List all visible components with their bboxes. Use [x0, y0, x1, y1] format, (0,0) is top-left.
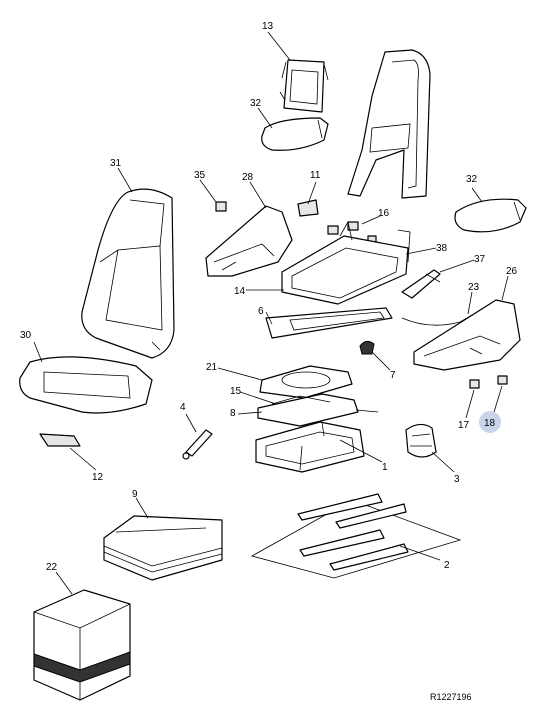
part-11-bracket — [297, 199, 319, 217]
part-13-headrest-frame — [279, 59, 329, 113]
part-9-packing-trays — [103, 515, 223, 581]
part-21-swivel-plate — [259, 365, 353, 399]
part-14-seat-frame — [281, 220, 411, 305]
part-1-base — [255, 421, 365, 473]
callout-32-right: 32 — [466, 174, 478, 185]
part-17-clip — [469, 379, 480, 389]
callout-30: 30 — [20, 330, 32, 341]
callout-9: 9 — [132, 489, 138, 500]
part-30-seat-cushion — [19, 356, 153, 414]
callout-23: 23 — [468, 282, 480, 293]
part-22-box — [33, 589, 131, 701]
callout-32-upper: 32 — [250, 98, 262, 109]
part-26-side-trim-right — [413, 299, 521, 371]
part-37-lever — [401, 269, 441, 299]
callout-28: 28 — [242, 172, 254, 183]
callout-13: 13 — [262, 21, 274, 32]
callout-3: 3 — [454, 474, 460, 485]
part-32-armrest-right — [454, 198, 527, 233]
part-16-clips — [327, 221, 377, 245]
callout-2: 2 — [444, 560, 450, 571]
callout-37: 37 — [474, 254, 486, 265]
callout-21: 21 — [206, 362, 218, 373]
callout-4: 4 — [180, 402, 186, 413]
part-backrest-frame — [347, 49, 431, 199]
callout-labels: 13 32 31 35 28 11 16 38 32 37 14 30 6 23… — [20, 21, 518, 573]
callout-18: 18 — [484, 418, 496, 429]
callout-7: 7 — [390, 370, 396, 381]
part-31-seat-back-cushion — [81, 188, 175, 359]
callout-14: 14 — [234, 286, 246, 297]
part-12-bracket — [39, 433, 81, 447]
part-35-clip — [215, 201, 227, 212]
callout-31: 31 — [110, 158, 122, 169]
part-8-15-mechanism — [257, 393, 379, 427]
leader-lines — [33, 31, 509, 595]
callout-22: 22 — [46, 562, 58, 573]
part-18-clip — [497, 375, 508, 385]
part-28-side-trim — [205, 205, 293, 277]
callout-12: 12 — [92, 472, 104, 483]
callout-35: 35 — [194, 170, 206, 181]
callout-1: 1 — [382, 462, 388, 473]
part-23-cable — [401, 313, 475, 326]
part-4-gas-strut — [182, 429, 213, 460]
callout-38: 38 — [436, 243, 448, 254]
callout-26: 26 — [506, 266, 518, 277]
part-32-armrest-upper — [261, 117, 329, 151]
callout-18-highlight — [479, 411, 501, 433]
part-2-seat-rails — [250, 493, 462, 579]
callout-15: 15 — [230, 386, 242, 397]
part-6-rail — [265, 307, 393, 339]
callout-11: 11 — [310, 170, 321, 181]
callout-17: 17 — [458, 420, 470, 431]
part-3-bellows — [405, 423, 437, 458]
callout-6: 6 — [258, 306, 264, 317]
callout-8: 8 — [230, 408, 236, 419]
reference-number: R1227196 — [430, 692, 472, 702]
callout-16: 16 — [378, 208, 390, 219]
